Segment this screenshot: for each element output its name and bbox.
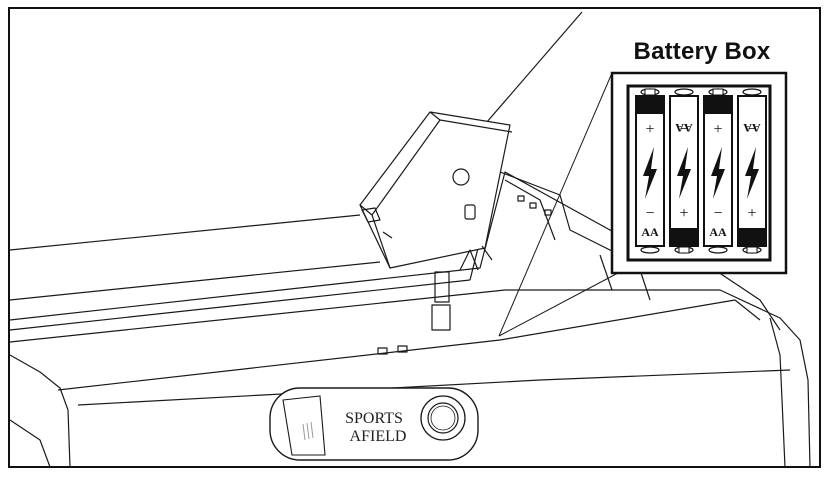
battery-group: +−AA−+AA+−AA−+AA: [635, 88, 767, 254]
battery-3: + − AA: [703, 88, 733, 254]
battery-cap: [637, 96, 663, 114]
lightning-icon: [745, 147, 759, 199]
polarity-top: +: [713, 121, 722, 138]
brand-line2: AFIELD: [350, 428, 407, 445]
battery-nub: [746, 246, 758, 254]
polarity-bottom: −: [645, 205, 654, 222]
battery-nub: [678, 246, 690, 254]
polarity-bottom: −: [713, 205, 722, 222]
contact-top: [742, 88, 762, 96]
contact-bottom: [640, 246, 660, 254]
polarity-top: −: [747, 121, 756, 138]
battery-type-label: AA: [641, 225, 659, 239]
callout-title: Battery Box: [633, 38, 771, 65]
battery-4: − + AA: [737, 88, 767, 254]
battery-nub: [644, 88, 656, 96]
polarity-top: +: [645, 121, 654, 138]
lightning-icon: [711, 147, 725, 199]
brand-plate: SPORTS AFIELD: [269, 387, 479, 461]
polarity-bottom: +: [679, 205, 688, 222]
battery-1: + − AA: [635, 88, 665, 254]
lightning-icon: [677, 147, 691, 199]
callout-leaders: [498, 72, 619, 337]
battery-cap: [671, 228, 697, 246]
contact-bottom: [708, 246, 728, 254]
polarity-bottom: +: [747, 205, 756, 222]
polarity-top: −: [679, 121, 688, 138]
battery-nub: [712, 88, 724, 96]
lightning-icon: [643, 147, 657, 199]
battery-type-label: AA: [709, 225, 727, 239]
battery-2: − + AA: [669, 88, 699, 254]
safe-illustration: [9, 11, 811, 468]
brand-line1: SPORTS: [345, 410, 403, 427]
battery-cap: [739, 228, 765, 246]
contact-top: [674, 88, 694, 96]
battery-type-label: AA: [743, 121, 761, 135]
battery-type-label: AA: [675, 121, 693, 135]
battery-cap: [705, 96, 731, 114]
